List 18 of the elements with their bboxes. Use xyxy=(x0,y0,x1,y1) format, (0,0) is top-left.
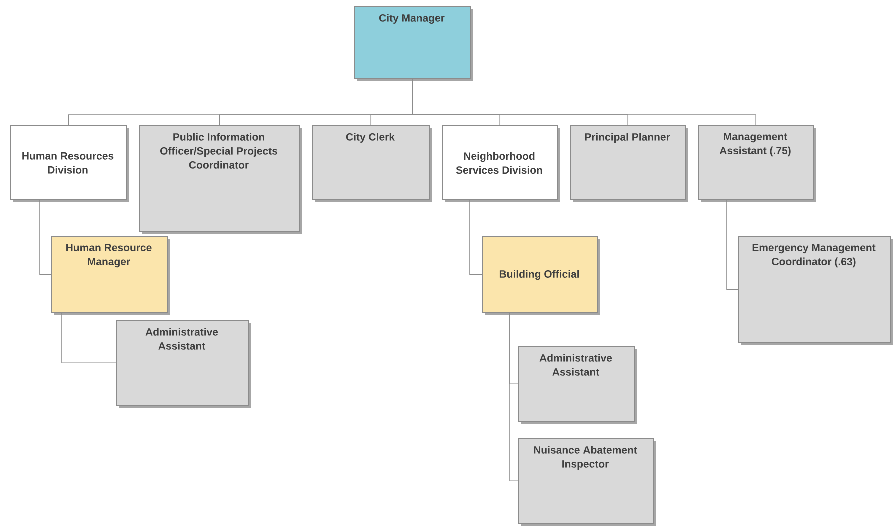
manager-box: Human Resource Manager xyxy=(51,236,170,315)
position-box: Principal Planner xyxy=(570,125,688,202)
position-box: City Clerk xyxy=(312,125,432,202)
division-box: Human Resources Division xyxy=(10,125,129,202)
connector-line xyxy=(510,312,518,482)
connector-line xyxy=(470,200,482,275)
position-box: Emergency Management Coordinator (.63) xyxy=(738,236,893,345)
connector-line xyxy=(726,200,738,290)
position-box: Management Assistant (.75) xyxy=(698,125,816,202)
position-box: Public Information Officer/Special Projects Coordinator xyxy=(139,125,302,234)
position-box: Administrative Assistant xyxy=(116,320,251,408)
position-box: Administrative Assistant xyxy=(518,346,637,424)
manager-box: Building Official xyxy=(482,236,600,315)
manager-box: City Manager xyxy=(354,6,473,81)
division-box: Neighborhood Services Division xyxy=(442,125,560,202)
connector-line xyxy=(40,200,52,275)
connector-line xyxy=(62,312,116,364)
position-box: Nuisance Abatement Inspector xyxy=(518,438,656,526)
